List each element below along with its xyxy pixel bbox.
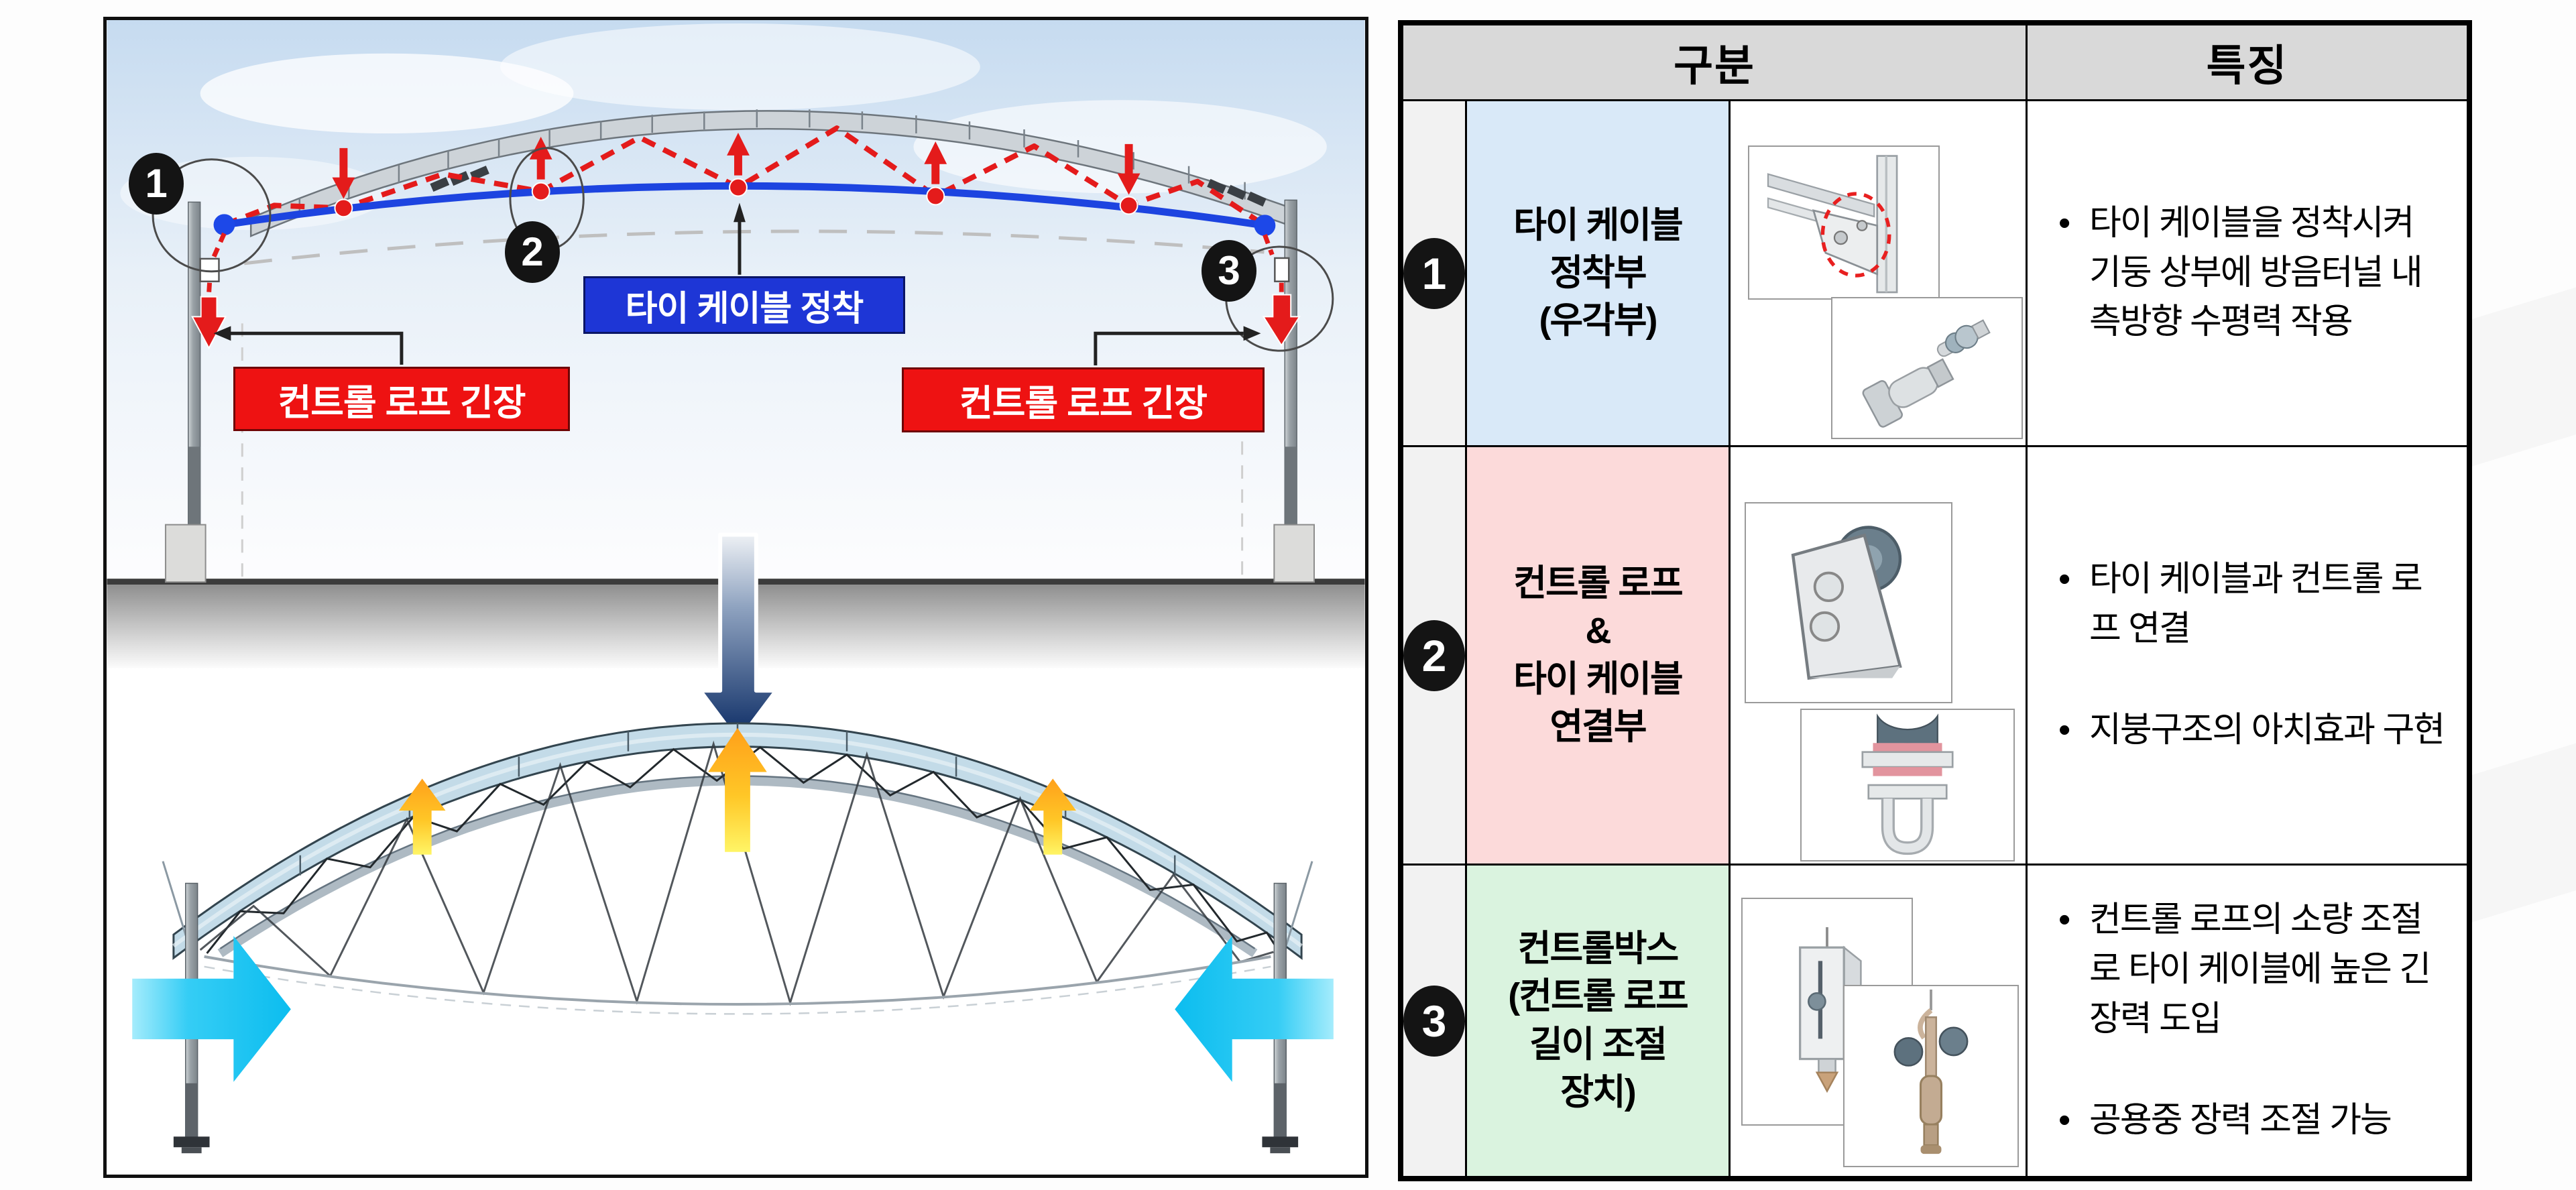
label-line: 컨트롤 로프	[1513, 562, 1683, 603]
u-bolt-clamp-illustration	[1861, 713, 1954, 855]
structure-diagram-svg	[107, 20, 1365, 1154]
pulley-bracket-image	[1745, 502, 1952, 703]
row3-number-cell: 3	[1403, 866, 1465, 1176]
marker-2-badge: 2	[505, 221, 560, 283]
diagram-panel: 1 2 3 타이 케이블 정착 컨트롤 로프 긴장 컨트롤 로프 긴장	[103, 17, 1368, 1178]
info-table: 구분 특징 1 타이 케이블 정착부 (우각부)	[1398, 20, 2472, 1181]
turnbuckle-illustration	[1893, 990, 1969, 1154]
turnbuckle-image	[1843, 985, 2019, 1167]
row1-features: 타이 케이블을 정착시켜 기둥 상부에 방음터널 내측방향 수평력 작용	[2028, 101, 2467, 445]
label-line: 연결부	[1549, 706, 1647, 747]
leader-lines	[213, 202, 1261, 366]
tie-cable-anchor-label: 타이 케이블 정착	[583, 276, 905, 334]
label-line: 컨트롤박스	[1517, 928, 1679, 969]
anchor-bolt-illustration	[1862, 319, 1991, 428]
original-roof-profile-dashed	[243, 229, 1265, 265]
control-rope-tension-label-right: 컨트롤 로프 긴장	[902, 367, 1265, 432]
row1-number-cell: 1	[1403, 101, 1465, 445]
row3-number-badge: 3	[1403, 985, 1465, 1057]
anchor-bracket-illustration	[1767, 155, 1898, 294]
feature-item: 타이 케이블을 정착시켜 기둥 상부에 방음터널 내측방향 수평력 작용	[2054, 199, 2449, 347]
row3-features: 컨트롤 로프의 소량 조절로 타이 케이블에 높은 긴장력 도입 공용중 장력 …	[2028, 866, 2467, 1176]
feature-item: 지붕구조의 아치효과 구현	[2054, 706, 2445, 756]
control-rope-tension-label-left: 컨트롤 로프 긴장	[233, 367, 570, 431]
label-line: (컨트롤 로프	[1508, 976, 1688, 1017]
marker-3-badge: 3	[1202, 240, 1256, 302]
clouds	[120, 23, 1327, 231]
row2-features: 타이 케이블과 컨트롤 로프 연결 지붕구조의 아치효과 구현	[2028, 447, 2467, 864]
label-line: 타이 케이블	[1513, 658, 1683, 699]
feature-item: 공용중 장력 조절 가능	[2054, 1096, 2392, 1146]
label-line: 타이 케이블	[1513, 204, 1683, 245]
row3-images	[1731, 866, 2026, 1176]
cable-anchor-dots	[213, 214, 1276, 237]
feature-item: 컨트롤 로프의 소량 조절로 타이 케이블에 높은 긴장력 도입	[2054, 896, 2449, 1044]
arch-hardware	[430, 166, 1267, 207]
rope-node-dots	[334, 178, 1138, 218]
anchor-bolt-image	[1831, 297, 2023, 439]
uplift-arrows	[398, 727, 1077, 855]
header-feature: 특징	[2028, 25, 2467, 99]
anchor-bracket-image	[1748, 145, 1940, 300]
label-line: &	[1585, 611, 1612, 652]
row2-number-cell: 2	[1403, 447, 1465, 864]
pulley-bracket-illustration	[1791, 526, 1902, 680]
label-line: (우각부)	[1539, 300, 1657, 341]
label-line: 정착부	[1549, 252, 1647, 293]
row3-label: 컨트롤박스 (컨트롤 로프 길이 조절 장치)	[1467, 866, 1729, 1176]
label-line: 길이 조절	[1529, 1024, 1667, 1065]
force-arrows	[332, 133, 1140, 199]
row2-label: 컨트롤 로프 & 타이 케이블 연결부	[1467, 447, 1729, 864]
columns-upper	[164, 199, 1315, 583]
row2-number-badge: 2	[1403, 619, 1465, 691]
transition-arrow	[698, 532, 778, 743]
column-rope-and-tension	[191, 232, 1301, 350]
label-line: 장치)	[1560, 1071, 1636, 1112]
row1-images	[1731, 101, 2026, 445]
inward-arrows	[132, 936, 1334, 1082]
row1-number-badge: 1	[1403, 237, 1465, 309]
u-bolt-clamp-image	[1800, 709, 2015, 861]
marker-1-badge: 1	[129, 153, 184, 215]
header-category: 구분	[1403, 25, 2026, 99]
row1-label: 타이 케이블 정착부 (우각부)	[1467, 101, 1729, 445]
row2-images	[1731, 447, 2026, 864]
feature-item: 타이 케이블과 컨트롤 로프 연결	[2054, 555, 2449, 654]
